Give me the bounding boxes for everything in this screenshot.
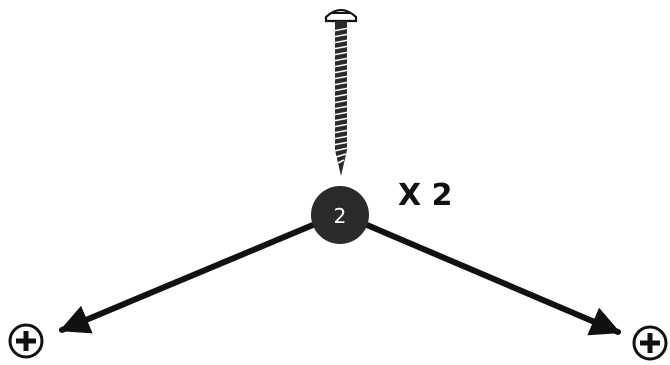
- screw-thread: [332, 117, 350, 122]
- screw-thread: [332, 81, 350, 86]
- screw-thread: [332, 51, 350, 56]
- screw-thread: [332, 87, 350, 92]
- screw-thread: [332, 141, 350, 146]
- screw-thread: [332, 39, 350, 44]
- screw-thread: [332, 33, 350, 38]
- screw-thread: [332, 75, 350, 80]
- quantity-label: X 2: [398, 178, 452, 213]
- left-arrow: [59, 219, 323, 334]
- screw-thread: [332, 129, 350, 134]
- screw-thread: [332, 111, 350, 116]
- screw-thread: [332, 99, 350, 104]
- screw-thread: [335, 153, 347, 158]
- screw-thread: [332, 93, 350, 98]
- screw-icon: [324, 8, 358, 176]
- screw-thread: [332, 63, 350, 68]
- screw-thread: [332, 57, 350, 62]
- screw-thread: [332, 69, 350, 74]
- screw-thread: [332, 135, 350, 140]
- screw-thread: [333, 147, 349, 152]
- phillips-screw-hole-icon: [8, 323, 44, 359]
- screw-thread: [332, 105, 350, 110]
- right-arrow: [357, 219, 621, 336]
- screw-thread: [332, 27, 350, 32]
- screw-thread: [332, 123, 350, 128]
- step-badge: 2: [311, 186, 369, 244]
- step-number: 2: [334, 204, 347, 228]
- phillips-screw-hole-icon: [632, 325, 668, 361]
- screw-thread: [332, 45, 350, 50]
- screw-thread: [337, 159, 345, 164]
